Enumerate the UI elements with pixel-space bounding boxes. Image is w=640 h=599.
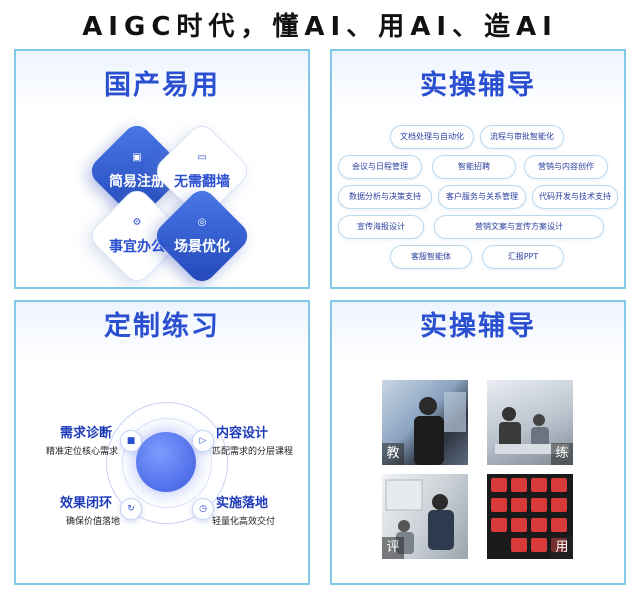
panel-ease-of-use: 国产易用 ▣ 简易注册 ▭ 无需翻墙 ⚙ 事宜办公 ◎ 场景优化 (14, 49, 310, 289)
tag-pill: 营销文案与宣传方案设计 (434, 215, 604, 239)
center-orb (136, 432, 196, 492)
step-sub-design: 匹配需求的分层课程 (212, 447, 294, 457)
panel-heading: 定制练习 (104, 311, 220, 342)
photo-practice: 练 (487, 380, 573, 465)
panel-hands-on-tags: 实操辅导 文档处理与自动化 流程与审批智能化 会议与日程管理 智能招聘 营销与内… (330, 49, 626, 289)
photo-tag: 评 (382, 537, 404, 559)
gear-icon: ⚙ (132, 217, 142, 228)
tag-pill: 流程与审批智能化 (480, 125, 564, 149)
photo-review: 评 (382, 474, 468, 559)
app-icon-grid (491, 478, 567, 552)
diamond-label-scenario: 场景优化 (174, 239, 230, 255)
photo-teach: 教 (382, 380, 468, 465)
photo-tag: 用 (551, 537, 573, 559)
loop-icon: ↻ (120, 498, 142, 520)
target-icon: ◎ (197, 217, 207, 228)
presenter-figure (414, 392, 466, 465)
panel-heading: 实操辅导 (420, 311, 536, 342)
deploy-icon: ◷ (192, 498, 214, 520)
step-title-design: 内容设计 (216, 426, 269, 441)
diagnosis-icon: ■ (120, 430, 142, 452)
diamond-label-no-vpn: 无需翻墙 (174, 174, 230, 190)
step-sub-deploy: 轻量化高效交付 (212, 517, 276, 527)
tag-pill: 数据分析与决策支持 (338, 185, 432, 209)
outer-ring (106, 402, 228, 524)
panel-heading: 国产易用 (104, 70, 220, 101)
step-sub-diagnosis: 精准定位核心需求 (46, 447, 119, 457)
diamond-label-office: 事宜办公 (109, 239, 165, 255)
review-figures (385, 479, 454, 554)
photo-tag: 教 (382, 443, 404, 465)
tag-pill: 汇报PPT (482, 245, 564, 269)
tag-pill: 智能招聘 (432, 155, 516, 179)
tag-pill: 营销与内容创作 (524, 155, 608, 179)
tag-pill: 客服智能体 (390, 245, 472, 269)
panel-hands-on-photos: 实操辅导 教 练 评 (330, 300, 626, 585)
tag-pill: 代码开发与技术支持 (532, 185, 618, 209)
photo-tag: 练 (551, 443, 573, 465)
step-title-loop: 效果闭环 (60, 496, 113, 511)
step-sub-loop: 确保价值落地 (66, 517, 121, 527)
tag-pill: 会议与日程管理 (338, 155, 422, 179)
step-title-deploy: 实施落地 (216, 496, 269, 511)
tag-pill: 文档处理与自动化 (390, 125, 474, 149)
mid-ring (122, 418, 212, 508)
panel-heading: 实操辅导 (420, 70, 536, 101)
design-icon: ▷ (192, 430, 214, 452)
practice-figures (495, 407, 569, 454)
step-title-diagnosis: 需求诊断 (60, 426, 113, 441)
diamond-label-register: 简易注册 (109, 174, 165, 190)
monitor-icon: ▭ (197, 152, 207, 163)
tag-pill: 客户服务与关系管理 (438, 185, 526, 209)
id-card-icon: ▣ (132, 152, 142, 163)
panel-custom-practice: 定制练习 ■ ▷ ↻ ◷ 需求诊断 精准定位核心需求 内容设计 匹配需求的分层课… (14, 300, 310, 585)
tag-pill: 宣传海报设计 (338, 215, 424, 239)
photo-apply: 用 (487, 474, 573, 559)
page-title: AIGC时代，懂AI、用AI、造AI (82, 12, 558, 42)
